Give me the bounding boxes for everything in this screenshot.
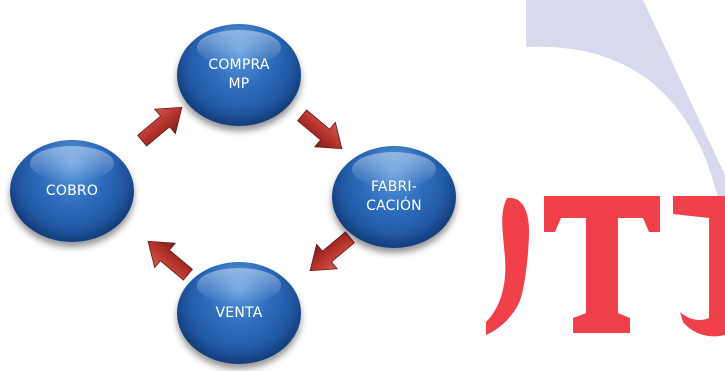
watermark-swoosh [526, 0, 725, 232]
watermark-letters [486, 196, 725, 337]
arrow-fabricacion-to-venta [309, 231, 355, 272]
arrow-cobro-to-compra [137, 106, 183, 147]
arrow-compra-to-fabricacion [297, 109, 343, 150]
flow-arrows [137, 106, 355, 281]
watermark-letter-s-fragment [486, 197, 530, 335]
arrow-venta-to-cobro [147, 240, 193, 281]
watermark-letter-t [544, 196, 660, 333]
watermark-letter-j [673, 196, 725, 337]
node-venta: VENTA [177, 262, 301, 364]
node-cobro: COBRO [10, 140, 134, 242]
node-fabricacion: FABRI- CACIÓN [332, 146, 456, 248]
node-compra-mp-label: COMPRA MP [208, 57, 270, 92]
node-cobro-label: COBRO [45, 182, 99, 199]
node-fabricacion-label: FABRI- CACIÓN [366, 179, 422, 214]
node-venta-label: VENTA [215, 304, 263, 321]
node-compra-mp: COMPRA MP [177, 24, 301, 126]
